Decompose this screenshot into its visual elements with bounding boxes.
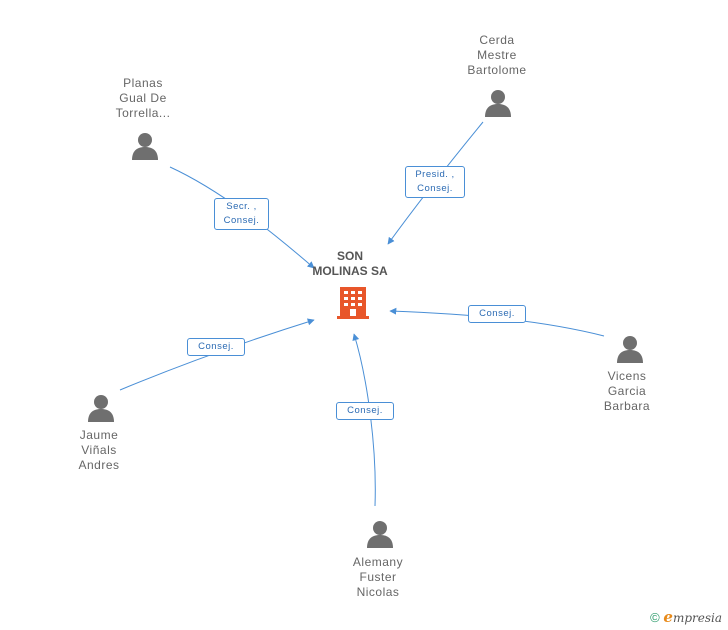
name-line: Andres (78, 458, 120, 472)
person-planas-name[interactable]: Planas Gual De Torrella... (88, 76, 198, 121)
company-name-line2: MOLINAS SA (312, 264, 388, 278)
name-line: Jaume (79, 428, 119, 442)
name-line: Torrella... (115, 106, 171, 120)
person-icon (88, 395, 114, 422)
role-line: Consej. (417, 183, 453, 194)
brand-logo: empresia (663, 608, 722, 626)
role-badge-vicens[interactable]: Consej. (468, 305, 526, 323)
person-cerda-name[interactable]: Cerda Mestre Bartolome (442, 33, 552, 78)
role-line: Consej. (479, 308, 515, 319)
name-line: Gual De (119, 91, 167, 105)
company-name-line1: SON (336, 249, 363, 263)
role-line: Presid. , (415, 169, 455, 180)
building-icon (337, 287, 369, 319)
person-icon (367, 521, 393, 548)
footer-brand[interactable]: © empresia (650, 608, 722, 626)
role-line: Consej. (223, 215, 260, 226)
brand-rest: mpresia (672, 611, 722, 625)
role-badge-cerda[interactable]: Presid. , Consej. (405, 166, 465, 198)
role-line: Consej. (347, 405, 383, 416)
name-line: Mestre (477, 48, 517, 62)
company-name[interactable]: SON MOLINAS SA (295, 249, 405, 279)
role-badge-alemany[interactable]: Consej. (336, 402, 394, 420)
name-line: Viñals (81, 443, 117, 457)
person-icon (132, 133, 158, 160)
name-line: Fuster (359, 570, 397, 584)
role-line: Secr. , (226, 201, 257, 212)
edge-alemany (352, 333, 376, 507)
brand-initial: e (663, 608, 673, 626)
name-line: Vicens (607, 369, 647, 383)
person-icon (617, 336, 643, 363)
name-line: Bartolome (467, 63, 527, 77)
role-line: Consej. (198, 341, 234, 352)
name-line: Barbara (603, 399, 651, 413)
name-line: Planas (123, 76, 163, 90)
name-line: Cerda (479, 33, 515, 47)
name-line: Alemany (352, 555, 404, 569)
name-line: Garcia (607, 384, 647, 398)
role-badge-jaume[interactable]: Consej. (187, 338, 245, 356)
person-alemany-name[interactable]: Alemany Fuster Nicolas (323, 555, 433, 600)
person-icon (485, 90, 511, 117)
role-badge-planas[interactable]: Secr. , Consej. (214, 198, 269, 230)
person-jaume-name[interactable]: Jaume Viñals Andres (44, 428, 154, 473)
person-vicens-name[interactable]: Vicens Garcia Barbara (572, 369, 682, 414)
name-line: Nicolas (356, 585, 400, 599)
copyright-icon: © (650, 610, 660, 625)
